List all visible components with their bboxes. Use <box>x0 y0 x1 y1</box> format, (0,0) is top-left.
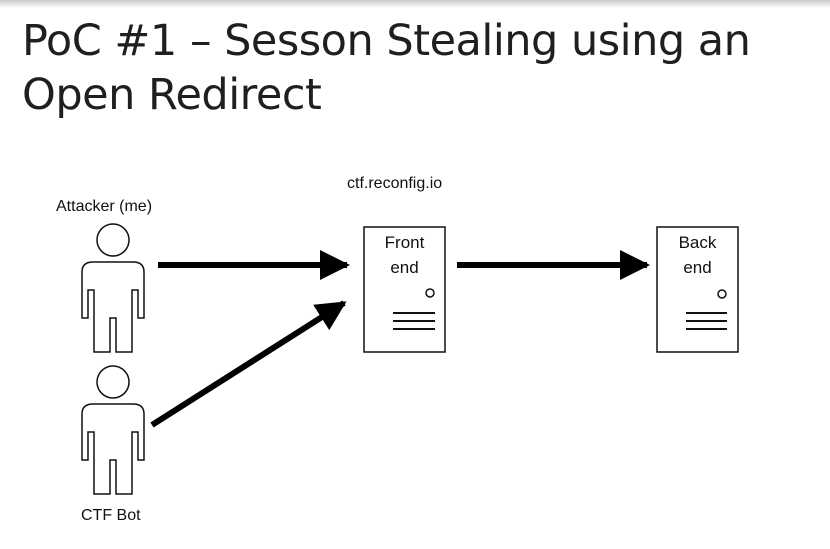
backend-label-line1: Back <box>678 233 717 252</box>
backend-label: Back end <box>657 230 738 280</box>
backend-label-line2: end <box>683 258 712 277</box>
bot-person-icon <box>81 365 145 495</box>
frontend-label-line2: end <box>390 258 419 277</box>
attacker-label: Attacker (me) <box>56 198 153 215</box>
bot-to-frontend-arrow <box>150 300 347 428</box>
bot-label: CTF Bot <box>81 507 141 524</box>
frontend-label: Front end <box>364 230 445 280</box>
backend-server-icon <box>656 226 739 353</box>
slide-title: PoC #1 – Sesson Stealing using an Open R… <box>22 16 751 120</box>
domain-label: ctf.reconfig.io <box>347 175 443 192</box>
frontend-server-icon <box>363 226 446 353</box>
attacker-person-icon <box>81 223 145 353</box>
frontend-label-line1: Front <box>384 233 425 252</box>
top-shadow <box>0 0 830 8</box>
